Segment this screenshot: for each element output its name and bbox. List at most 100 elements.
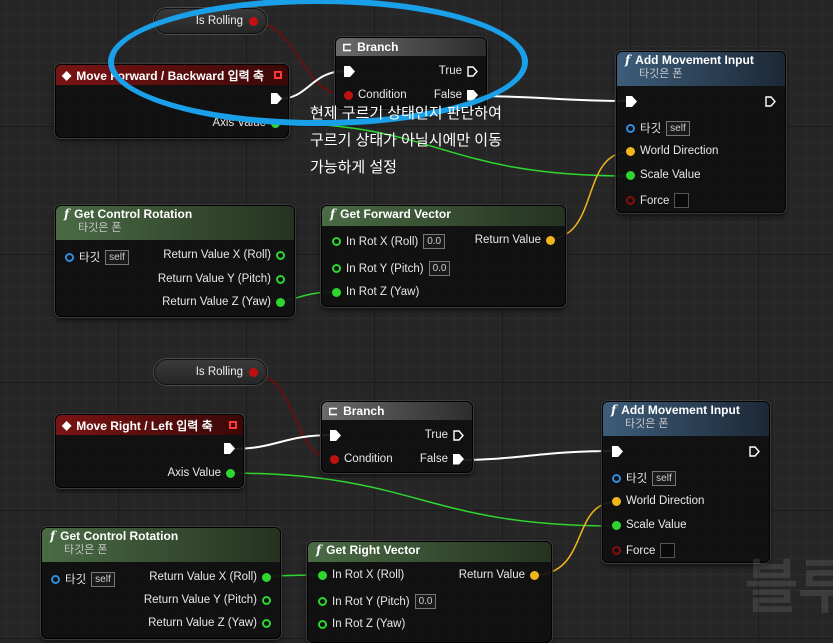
add-movement-input-node-2[interactable]: f Add Movement Input 타깃은 폰 타깃 self World…	[602, 401, 770, 563]
get-right-vector-node[interactable]: f Get Right Vector In Rot X (Roll) Retur…	[307, 541, 552, 643]
delegate-pin-icon[interactable]	[274, 71, 282, 79]
world-direction-label: World Direction	[626, 495, 705, 507]
grv-pitch-pin[interactable]: In Rot Y (Pitch) 0.0	[318, 594, 437, 609]
delegate-pin-icon[interactable]	[229, 421, 237, 429]
gcr-roll-pin[interactable]: Return Value X (Roll)	[163, 249, 285, 261]
function-icon: f	[330, 207, 336, 221]
branch-false-label: False	[433, 89, 462, 101]
force-pin[interactable]: Force	[612, 543, 676, 558]
self-value[interactable]: self	[666, 120, 690, 136]
watermark: 블루	[745, 555, 833, 620]
branch-header: ⊏ Branch	[336, 38, 486, 56]
gcr-title: Get Control Rotation	[60, 529, 179, 543]
gcr-roll-pin[interactable]: Return Value X (Roll)	[149, 571, 271, 583]
add-exec-in[interactable]	[612, 446, 623, 457]
branch-true-pin[interactable]: True	[425, 429, 464, 441]
gcr-pitch-pin[interactable]: Return Value Y (Pitch)	[144, 594, 271, 606]
gcr-target-pin[interactable]: 타깃 self	[65, 249, 129, 265]
scale-value-pin[interactable]: Scale Value	[612, 519, 687, 531]
function-icon: f	[316, 543, 322, 557]
gcr-roll-label: Return Value X (Roll)	[149, 571, 257, 583]
self-value[interactable]: self	[91, 571, 115, 587]
axis-value-label: Axis Value	[167, 467, 221, 479]
add-movement-input-node-1[interactable]: f Add Movement Input 타깃은 폰 타깃 self World…	[616, 51, 786, 213]
branch-false-pin[interactable]: False	[434, 89, 478, 101]
add-exec-in[interactable]	[626, 96, 637, 107]
bool-output-pin[interactable]	[249, 16, 258, 26]
gfv-roll-value[interactable]: 0.0	[423, 234, 446, 249]
gcr-yaw-pin[interactable]: Return Value Z (Yaw)	[162, 296, 285, 308]
axis-value-label: Axis Value	[212, 117, 266, 129]
world-direction-pin[interactable]: World Direction	[626, 145, 718, 157]
force-checkbox[interactable]	[674, 193, 690, 208]
exec-output-pin[interactable]	[271, 93, 282, 104]
add-movement-header: f Add Movement Input 타깃은 폰	[617, 52, 785, 86]
force-pin[interactable]: Force	[626, 193, 690, 208]
branch-condition-pin[interactable]: Condition	[330, 453, 393, 465]
add-movement-header: f Add Movement Input 타깃은 폰	[603, 402, 769, 436]
branch-exec-in[interactable]	[344, 66, 355, 77]
add-movement-title: Add Movement Input	[621, 403, 740, 417]
input-axis-event-forward[interactable]: ◆ Move Forward / Backward 입력 축 Axis Valu…	[55, 64, 289, 138]
force-checkbox[interactable]	[660, 543, 676, 558]
world-direction-pin[interactable]: World Direction	[612, 495, 704, 507]
grv-yaw-pin[interactable]: In Rot Z (Yaw)	[318, 618, 405, 630]
gfv-pitch-value[interactable]: 0.0	[428, 261, 451, 276]
is-rolling-variable-2[interactable]: Is Rolling	[154, 359, 267, 385]
gfv-return-label: Return Value	[474, 234, 541, 246]
axis-value-pin[interactable]: Axis Value	[213, 117, 280, 129]
gfv-yaw-pin[interactable]: In Rot Z (Yaw)	[332, 286, 419, 298]
self-value[interactable]: self	[105, 249, 129, 265]
add-exec-out[interactable]	[749, 446, 760, 457]
bool-output-pin[interactable]	[249, 367, 258, 377]
get-control-rotation-node-2[interactable]: f Get Control Rotation 타깃은 폰 타깃 self Ret…	[41, 527, 281, 639]
target-label: 타깃	[640, 123, 662, 135]
gcr-subtitle: 타깃은 폰	[64, 544, 108, 556]
is-rolling-variable-1[interactable]: Is Rolling	[154, 8, 267, 34]
gcr-pitch-label: Return Value Y (Pitch)	[157, 273, 271, 285]
exec-output-pin[interactable]	[224, 443, 235, 454]
get-control-rotation-header: f Get Control Rotation 타깃은 폰	[42, 528, 280, 562]
wire-float-2	[225, 472, 617, 527]
add-target-pin[interactable]: 타깃 self	[612, 470, 676, 486]
gfv-return-pin[interactable]: Return Value	[475, 234, 555, 246]
grv-roll-pin[interactable]: In Rot X (Roll)	[318, 569, 404, 581]
input-axis-event-right[interactable]: ◆ Move Right / Left 입력 축 Axis Value	[55, 414, 244, 488]
get-control-rotation-node-1[interactable]: f Get Control Rotation 타깃은 폰 타깃 self Ret…	[55, 205, 295, 317]
branch-exec-in[interactable]	[330, 430, 341, 441]
add-target-pin[interactable]: 타깃 self	[626, 120, 690, 136]
annotation-line-1: 현제 구르기 상태인지 판단하여	[310, 105, 502, 122]
gcr-target-pin[interactable]: 타깃 self	[51, 571, 115, 587]
add-exec-out[interactable]	[765, 96, 776, 107]
force-label: Force	[640, 194, 670, 207]
branch-true-pin[interactable]: True	[439, 65, 478, 77]
grv-return-label: Return Value	[458, 569, 525, 581]
function-icon: f	[625, 53, 631, 67]
gfv-yaw-label: In Rot Z (Yaw)	[346, 286, 420, 298]
get-right-vector-header: f Get Right Vector	[308, 542, 551, 562]
branch-condition-pin[interactable]: Condition	[344, 89, 407, 101]
grv-pitch-label: In Rot Y (Pitch)	[332, 595, 410, 608]
scale-value-pin[interactable]: Scale Value	[626, 169, 701, 181]
annotation-line-3: 가능하게 설정	[310, 159, 397, 176]
get-forward-vector-node[interactable]: f Get Forward Vector In Rot X (Roll) 0.0…	[321, 205, 566, 307]
branch-node-1[interactable]: ⊏ Branch True Condition False	[335, 37, 487, 109]
gcr-yaw-pin[interactable]: Return Value Z (Yaw)	[148, 617, 271, 629]
event-icon: ◆	[62, 418, 72, 432]
get-control-rotation-header: f Get Control Rotation 타깃은 폰	[56, 206, 294, 240]
branch-node-2[interactable]: ⊏ Branch True Condition False	[321, 401, 473, 473]
grv-pitch-value[interactable]: 0.0	[414, 594, 437, 609]
gcr-pitch-pin[interactable]: Return Value Y (Pitch)	[158, 273, 285, 285]
scale-value-label: Scale Value	[626, 519, 687, 531]
grv-return-pin[interactable]: Return Value	[459, 569, 539, 581]
event-icon: ◆	[62, 68, 72, 82]
gfv-title: Get Forward Vector	[340, 207, 451, 221]
self-value[interactable]: self	[652, 470, 676, 486]
gfv-roll-pin[interactable]: In Rot X (Roll) 0.0	[332, 234, 446, 249]
annotation-text: 현제 구르기 상태인지 판단하여 구르기 상태가 아닐시에만 이동 가능하게 설…	[310, 100, 502, 181]
branch-false-pin[interactable]: False	[420, 453, 464, 465]
axis-value-pin[interactable]: Axis Value	[168, 467, 235, 479]
gcr-title: Get Control Rotation	[74, 207, 193, 221]
gfv-pitch-pin[interactable]: In Rot Y (Pitch) 0.0	[332, 261, 451, 276]
event-title: Move Forward / Backward 입력 축	[76, 68, 265, 83]
